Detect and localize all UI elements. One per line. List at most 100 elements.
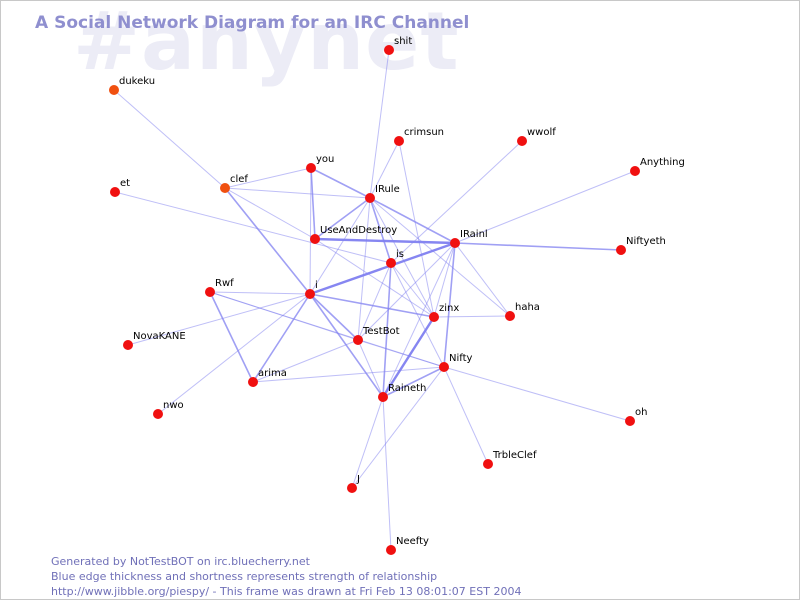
edge-i-testbot	[309, 293, 359, 341]
edge-zinx-raineth	[381, 316, 436, 398]
node-label-zinx: zinx	[439, 303, 459, 314]
node-label-j: J	[356, 474, 360, 485]
node-irainl: IRainl	[450, 229, 488, 248]
edge-testbot-raineth	[357, 339, 384, 398]
edge-i-arima	[252, 293, 311, 383]
node-dot-dukeku	[109, 85, 119, 95]
edge-nifty-trbleclef	[443, 366, 489, 465]
node-label-testbot: TestBot	[362, 326, 400, 337]
edge-nifty-oh	[443, 366, 631, 422]
node-dot-is	[386, 258, 396, 268]
node-i: i	[305, 280, 318, 299]
node-label-you: you	[316, 154, 334, 165]
node-dot-irainl	[450, 238, 460, 248]
edge-irule-haha	[369, 197, 511, 317]
node-zinx: zinx	[429, 303, 459, 322]
edge-i-novakane	[127, 293, 311, 346]
edge-irainl-testbot	[357, 242, 456, 341]
edge-irainl-niftyeth	[454, 242, 622, 251]
node-you: you	[306, 154, 334, 173]
node-et: et	[110, 178, 130, 197]
node-label-wwolf: wwolf	[527, 127, 556, 138]
node-anything: Anything	[630, 157, 685, 176]
node-label-nwo: nwo	[163, 400, 184, 411]
node-dot-anything	[630, 166, 640, 176]
edge-clef-useanddestroy	[224, 187, 316, 240]
node-dot-niftyeth	[616, 245, 626, 255]
edge-irule-zinx	[369, 197, 435, 318]
node-label-anything: Anything	[640, 157, 685, 168]
node-label-et: et	[120, 178, 130, 189]
node-dot-et	[110, 187, 120, 197]
edge-crimsun-irule	[369, 140, 400, 199]
node-arima: arima	[248, 368, 287, 387]
node-nifty: Nifty	[439, 353, 473, 372]
edge-you-irule	[310, 167, 371, 199]
node-dot-raineth	[378, 392, 388, 402]
node-label-neefty: Neefty	[396, 536, 429, 547]
edge-is-nifty	[390, 262, 445, 368]
node-dot-haha	[505, 311, 515, 321]
node-oh: oh	[625, 407, 647, 426]
footer-legend-note: Blue edge thickness and shortness repres…	[51, 570, 438, 583]
node-label-niftyeth: Niftyeth	[626, 236, 666, 247]
node-niftyeth: Niftyeth	[616, 236, 666, 255]
node-label-dukeku: dukeku	[119, 76, 155, 87]
edge-zinx-haha	[433, 315, 511, 318]
node-dot-useanddestroy	[310, 234, 320, 244]
node-novakane: NovaKANE	[123, 331, 186, 350]
node-dot-i	[305, 289, 315, 299]
edge-rwf-i	[209, 291, 311, 295]
edge-clef-i	[224, 187, 311, 295]
node-label-irule: IRule	[375, 184, 400, 195]
node-label-crimsun: crimsun	[404, 127, 444, 138]
node-label-i: i	[315, 280, 318, 291]
edge-shit-irule	[369, 49, 390, 199]
edge-irainl-i	[309, 241, 456, 296]
node-label-irainl: IRainl	[460, 229, 488, 240]
edge-dukeku-clef	[113, 89, 226, 189]
node-label-oh: oh	[635, 407, 647, 418]
node-dot-neefty	[386, 545, 396, 555]
node-dot-shit	[384, 45, 394, 55]
edge-irainl-nifty	[443, 242, 456, 368]
node-label-clef: clef	[230, 174, 248, 185]
edge-is-raineth	[382, 262, 392, 398]
node-rwf: Rwf	[205, 278, 234, 297]
node-is: is	[386, 249, 404, 268]
node-testbot: TestBot	[353, 326, 400, 345]
edge-anything-irainl	[454, 170, 636, 244]
node-neefty: Neefty	[386, 536, 429, 555]
edges-layer	[113, 49, 636, 551]
edge-irule-testbot	[357, 197, 371, 341]
edge-useanddestroy-zinx	[314, 238, 435, 318]
edge-raineth-j	[351, 396, 384, 489]
node-useanddestroy: UseAndDestroy	[310, 225, 397, 244]
edge-nifty-arima	[252, 366, 445, 383]
footer-generated-by: Generated by NotTestBOT on irc.bluecherr…	[51, 555, 310, 568]
edge-i-raineth	[309, 293, 384, 398]
node-label-shit: shit	[394, 36, 412, 47]
edge-i-nwo	[157, 293, 311, 415]
node-label-is: is	[396, 249, 404, 260]
node-wwolf: wwolf	[517, 127, 556, 146]
node-label-nifty: Nifty	[449, 353, 473, 364]
node-dot-j	[347, 483, 357, 493]
edge-testbot-nifty	[357, 339, 445, 368]
node-dot-novakane	[123, 340, 133, 350]
node-label-haha: haha	[515, 302, 540, 313]
edge-you-i	[309, 167, 312, 295]
footer: Generated by NotTestBOT on irc.bluecherr…	[51, 554, 521, 599]
node-haha: haha	[505, 302, 540, 321]
edge-et-is	[114, 191, 392, 264]
channel-watermark: #anynet	[73, 0, 460, 88]
edge-raineth-neefty	[382, 396, 392, 551]
edge-you-clef	[224, 167, 312, 189]
node-shit: shit	[384, 36, 412, 55]
node-dukeku: dukeku	[109, 76, 155, 95]
node-label-useanddestroy: UseAndDestroy	[320, 225, 397, 236]
edge-irainl-haha	[454, 242, 511, 317]
node-dot-rwf	[205, 287, 215, 297]
